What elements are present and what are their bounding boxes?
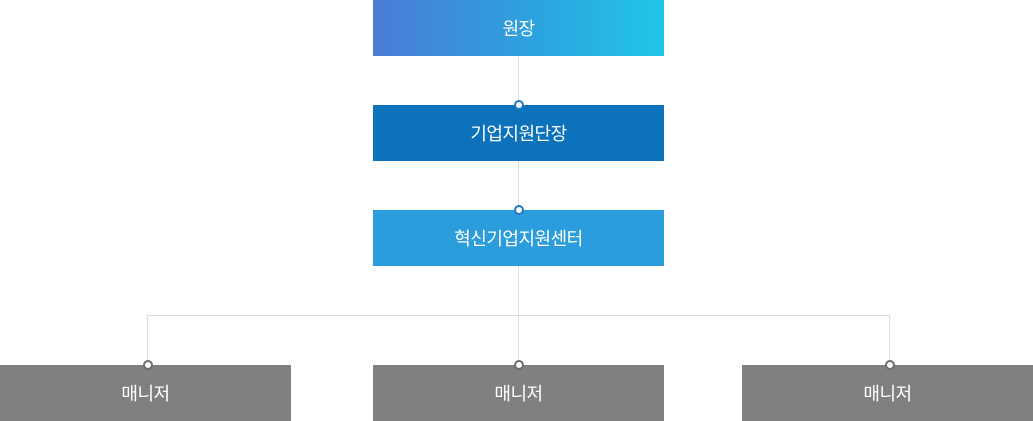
center-box: 혁신기업지원센터 [373,210,664,266]
manager-label-1: 매니저 [121,384,170,405]
manager-label-2: 매니저 [494,384,543,405]
connector-manager-left [147,315,148,365]
connector-manager-right [889,315,890,365]
director-box: 원장 [373,0,664,56]
connector-director-division [518,56,519,105]
connector-dot-manager-2 [514,360,524,370]
division-head-box: 기업지원단장 [373,105,664,161]
manager-box-1: 매니저 [0,365,291,421]
center-label: 혁신기업지원센터 [454,229,583,250]
connector-dot-division [514,100,524,110]
division-head-label: 기업지원단장 [470,124,567,145]
manager-box-3: 매니저 [742,365,1033,421]
connector-dot-center [514,205,524,215]
connector-dot-manager-3 [885,360,895,370]
connector-manager-horizontal [147,315,890,316]
manager-label-3: 매니저 [863,384,912,405]
connector-dot-manager-1 [143,360,153,370]
director-label: 원장 [502,19,535,40]
manager-box-2: 매니저 [373,365,664,421]
connector-division-center [518,161,519,210]
